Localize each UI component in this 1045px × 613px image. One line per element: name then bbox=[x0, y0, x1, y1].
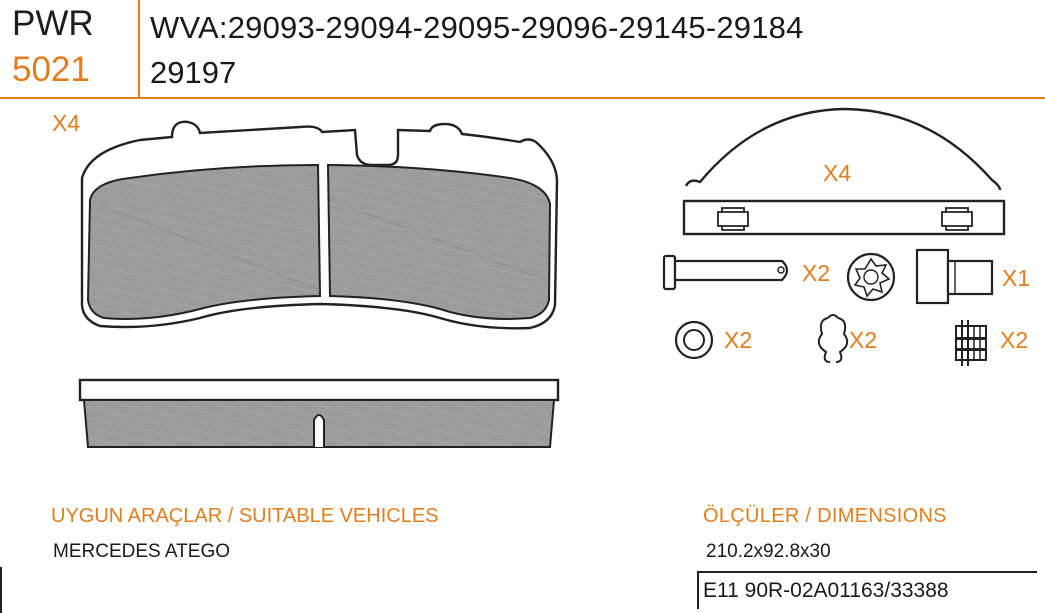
header-divider-vertical bbox=[138, 0, 140, 97]
pad-quantity: X4 bbox=[52, 110, 81, 136]
bolt-quantity: X1 bbox=[1002, 265, 1031, 291]
header-divider-horizontal bbox=[0, 97, 1045, 99]
bolt bbox=[915, 248, 994, 305]
vehicle-name: MERCEDES ATEGO bbox=[53, 541, 231, 562]
washer bbox=[674, 320, 714, 360]
clip-quantity: X2 bbox=[849, 327, 878, 353]
washer-quantity: X2 bbox=[724, 327, 753, 353]
certification-number: E11 90R-02A01163/33388 bbox=[697, 571, 1037, 609]
bushing-quantity: X2 bbox=[1000, 327, 1029, 353]
guide-pin bbox=[662, 254, 789, 291]
product-code: 5021 bbox=[12, 50, 90, 89]
brake-pad-side-view bbox=[78, 378, 560, 448]
spring-quantity: X4 bbox=[823, 160, 852, 186]
vehicles-title: UYGUN ARAÇLAR / SUITABLE VEHICLES bbox=[51, 505, 439, 527]
brand-name: PWR bbox=[12, 4, 94, 43]
retaining-plate bbox=[682, 199, 1006, 236]
retaining-spring bbox=[684, 107, 1002, 191]
frame-left-edge bbox=[0, 567, 2, 613]
torx-screw-head bbox=[846, 252, 896, 302]
pin-quantity: X2 bbox=[802, 260, 831, 286]
spring-clip bbox=[817, 314, 849, 363]
dimensions-value: 210.2x92.8x30 bbox=[706, 541, 831, 562]
brake-pad-front-view bbox=[80, 120, 559, 330]
dimensions-title: ÖLÇÜLER / DIMENSIONS bbox=[703, 505, 947, 527]
wva-numbers-line2: 29197 bbox=[150, 55, 237, 90]
wva-numbers-line1: WVA:29093-29094-29095-29096-29145-29184 bbox=[150, 10, 804, 45]
bushing bbox=[955, 320, 987, 366]
